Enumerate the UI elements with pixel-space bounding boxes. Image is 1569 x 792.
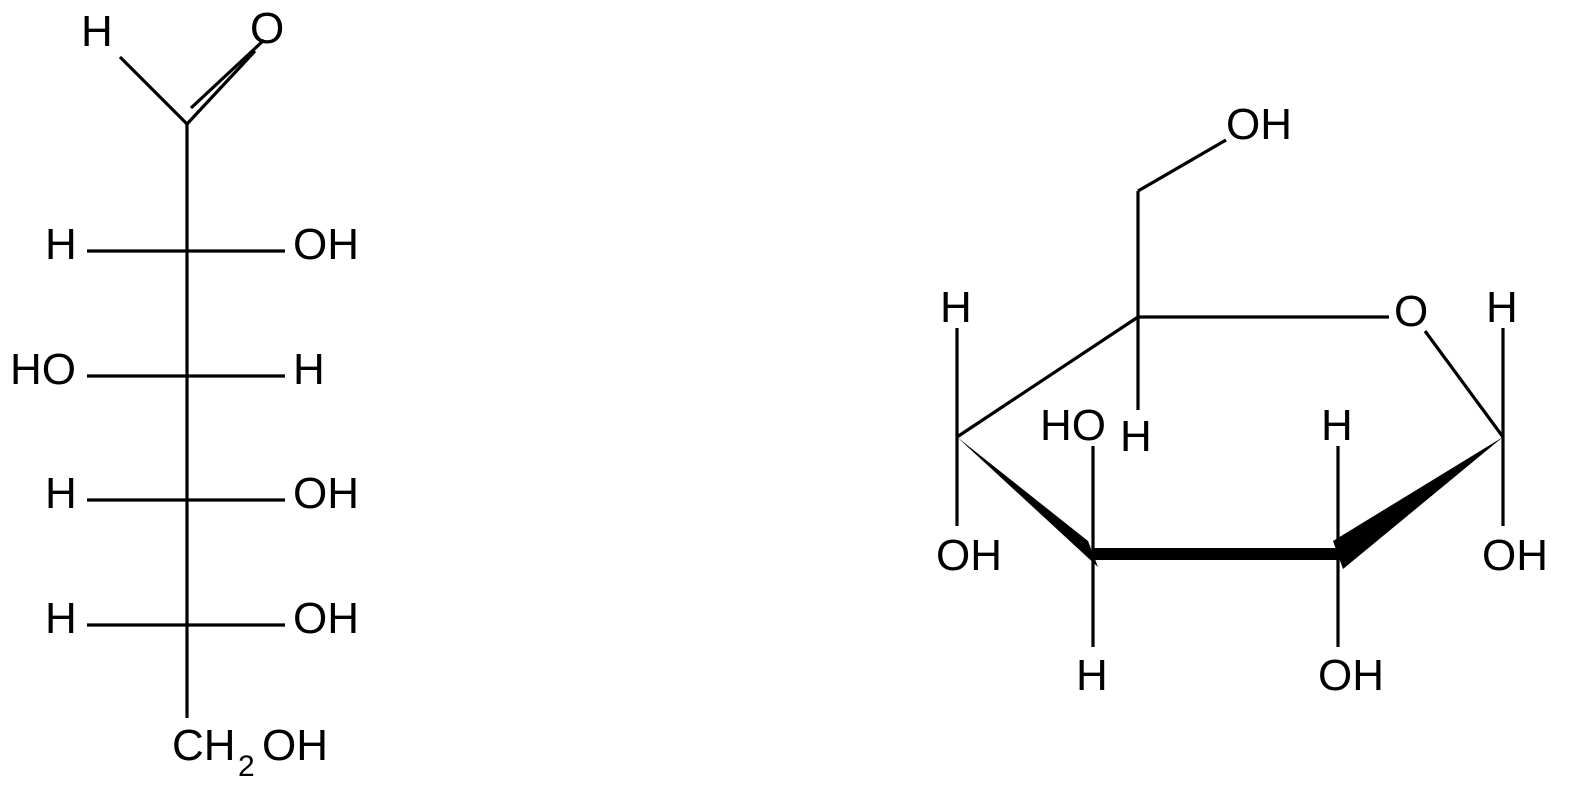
c6-ch-label: CH <box>172 721 236 770</box>
aldehyde-h-label: H <box>81 7 113 56</box>
c5-h-label: H <box>1120 412 1152 461</box>
aldehyde-h-bond <box>118 55 189 126</box>
c2-oh-label: OH <box>1318 651 1384 700</box>
c6-oh-bond <box>1137 138 1227 193</box>
c3-h-label: H <box>1076 651 1108 700</box>
c2-right-label: OH <box>293 220 359 269</box>
c6-oh-ring-label: OH <box>1226 100 1292 149</box>
haworth-projection: OH O H H OH HO H H OH H OH <box>936 100 1548 700</box>
c6-oh-label: OH <box>262 721 328 770</box>
c4-oh-label: OH <box>936 531 1002 580</box>
c3-left-label: HO <box>10 345 76 394</box>
ring-o-c1-bond <box>1423 330 1505 438</box>
c2-left-label: H <box>45 220 77 269</box>
c5-c4-bond <box>956 315 1139 439</box>
c3-right-label: H <box>293 345 325 394</box>
c1-h-label: H <box>1486 283 1518 332</box>
c3-oh-label: HO <box>1040 401 1106 450</box>
c4-h-label: H <box>940 283 972 332</box>
aldehyde-co-bond-outer <box>185 49 257 126</box>
aldehyde-o-label: O <box>250 4 284 53</box>
c5-left-label: H <box>45 594 77 643</box>
c1-oh-label: OH <box>1482 531 1548 580</box>
c5-right-label: OH <box>293 594 359 643</box>
c4-left-label: H <box>45 469 77 518</box>
c4-right-label: OH <box>293 469 359 518</box>
aldehyde-co-bond-inner <box>189 38 266 110</box>
c6-subscript-label: 2 <box>238 750 255 783</box>
c2-h-label: H <box>1321 401 1353 450</box>
ring-o-label: O <box>1394 287 1428 336</box>
c2-c1-wedge <box>1333 437 1503 569</box>
c4-c3-wedge <box>957 437 1098 567</box>
fischer-projection: H O H OH HO H H OH H OH CH 2 OH <box>10 4 359 783</box>
